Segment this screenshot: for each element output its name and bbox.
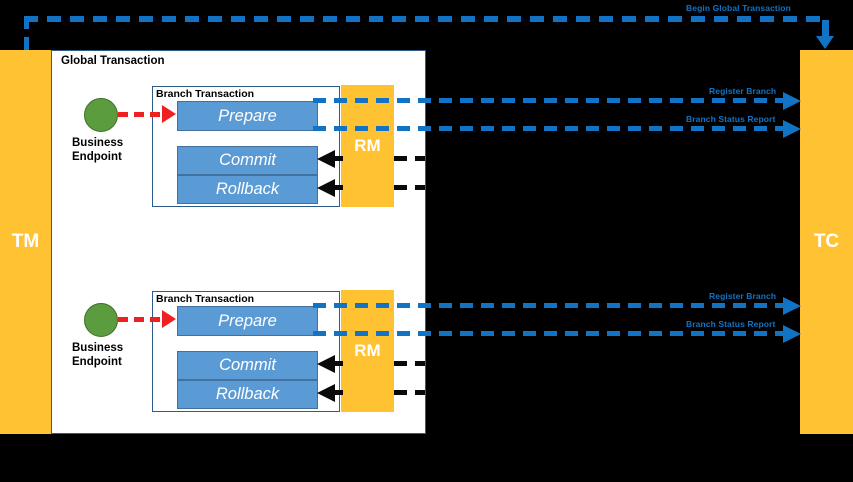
label-begin-global-transaction: Begin Global Transaction	[686, 3, 791, 13]
global-transaction-title: Global Transaction	[61, 55, 165, 67]
business-endpoint-label-2-line1: Business	[72, 342, 124, 354]
flow-commit-callback-1	[394, 156, 425, 161]
flow-commit-callback-2	[394, 361, 425, 366]
flow-rollback-callback-stem-1	[333, 185, 343, 190]
flow-branch-status-report-2	[313, 331, 795, 336]
flow-branch-status-report-1	[313, 126, 795, 131]
operation-label-commit-1: Commit	[219, 151, 276, 169]
business-endpoint-label-1-line1: Business	[72, 137, 124, 149]
operation-label-commit-2: Commit	[219, 356, 276, 374]
flow-rollback-callback-arrowhead-2	[317, 384, 335, 402]
flow-endpoint-to-prepare-1	[118, 112, 164, 117]
flow-rollback-callback-stem-2	[333, 390, 343, 395]
business-endpoint-label-1-line2: Endpoint	[72, 151, 122, 163]
flow-register-branch-arrowhead-2	[783, 297, 801, 315]
label-branch-status-report-1: Branch Status Report	[686, 114, 776, 124]
resource-manager-label-2: RM	[354, 341, 381, 360]
business-endpoint-label-2: Business Endpoint	[72, 341, 123, 369]
business-endpoint-label-1: Business Endpoint	[72, 136, 123, 164]
label-register-branch-1: Register Branch	[709, 86, 777, 96]
business-endpoint-label-2-line2: Endpoint	[72, 356, 122, 368]
flow-commit-callback-arrowhead-2	[317, 355, 335, 373]
flow-endpoint-to-prepare-arrowhead-1	[162, 105, 176, 123]
branch-transaction-title-1: Branch Transaction	[155, 88, 256, 100]
flow-register-branch-2	[313, 303, 795, 308]
operation-box-rollback-2[interactable]: Rollback	[177, 380, 318, 409]
operation-box-commit-1[interactable]: Commit	[177, 146, 318, 175]
flow-rollback-callback-1	[394, 185, 425, 190]
flow-endpoint-to-prepare-arrowhead-2	[162, 310, 176, 328]
flow-commit-callback-stem-2	[333, 361, 343, 366]
flow-begin-global-horizontal-segment	[24, 16, 826, 22]
operation-box-rollback-1[interactable]: Rollback	[177, 175, 318, 204]
flow-branch-status-report-arrowhead-2	[783, 325, 801, 343]
flow-register-branch-arrowhead-1	[783, 92, 801, 110]
business-endpoint-circle-1[interactable]	[84, 98, 118, 132]
label-branch-status-report-2: Branch Status Report	[686, 319, 776, 329]
flow-begin-global-vertical-segment	[24, 16, 29, 52]
operation-label-prepare-1: Prepare	[218, 106, 277, 125]
business-endpoint-circle-2[interactable]	[84, 303, 118, 337]
actor-label-tm: TM	[11, 231, 40, 252]
resource-manager-box-2[interactable]: RM	[341, 290, 394, 412]
operation-box-commit-2[interactable]: Commit	[177, 351, 318, 380]
flow-commit-callback-stem-1	[333, 156, 343, 161]
flow-begin-global-arrowhead	[816, 36, 834, 49]
flow-endpoint-to-prepare-2	[118, 317, 164, 322]
operation-label-rollback-1: Rollback	[215, 180, 280, 198]
flow-branch-status-report-arrowhead-1	[783, 120, 801, 138]
operation-box-prepare-2[interactable]: Prepare	[177, 306, 318, 336]
label-register-branch-2: Register Branch	[709, 291, 777, 301]
flow-rollback-callback-2	[394, 390, 425, 395]
flow-register-branch-1	[313, 98, 795, 103]
actor-bar-tm[interactable]: TM	[0, 50, 51, 434]
resource-manager-box-1[interactable]: RM	[341, 85, 394, 207]
actor-label-tc: TC	[813, 231, 840, 252]
operation-label-rollback-2: Rollback	[215, 385, 280, 403]
operation-label-prepare-2: Prepare	[218, 311, 277, 330]
actor-bar-tc[interactable]: TC	[800, 50, 853, 434]
flow-commit-callback-arrowhead-1	[317, 150, 335, 168]
resource-manager-label-1: RM	[354, 136, 381, 155]
flow-begin-global-arrow-stem	[822, 20, 829, 38]
operation-box-prepare-1[interactable]: Prepare	[177, 101, 318, 131]
flow-rollback-callback-arrowhead-1	[317, 179, 335, 197]
branch-transaction-title-2: Branch Transaction	[155, 293, 256, 305]
